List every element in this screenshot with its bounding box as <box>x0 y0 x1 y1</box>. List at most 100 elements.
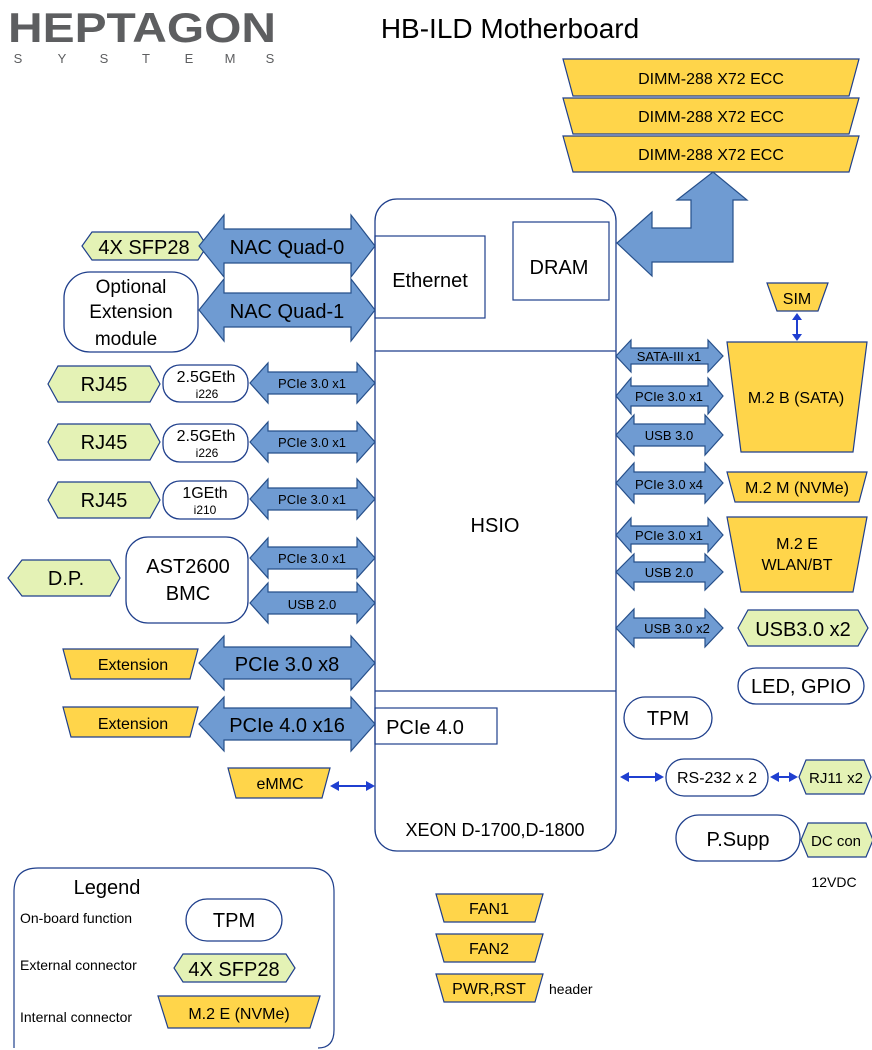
m2b-pcie-arrow <box>615 376 724 416</box>
fan1-label: FAN1 <box>469 901 509 918</box>
dimm-slot <box>562 58 860 97</box>
power-supply-label: P.Supp <box>706 829 769 851</box>
eth-controller <box>162 423 249 463</box>
legend-external-example: 4X SFP28 <box>188 959 279 981</box>
led-gpio-block <box>737 667 865 705</box>
soc-block: Ethernet DRAM HSIO PCIe 4.0 XEON D-1700,… <box>374 198 617 852</box>
sim-link <box>792 313 802 341</box>
dimm-slot <box>562 135 860 173</box>
m2-e-line: M.2 E <box>776 536 818 553</box>
m2e-pcie-label: PCIe 3.0 x1 <box>635 528 703 543</box>
bmc-usb-label: USB 2.0 <box>288 597 336 612</box>
nac-quad1-label: NAC Quad-1 <box>230 301 345 323</box>
emmc-link <box>330 781 375 791</box>
pcie-link-arrow <box>249 361 376 405</box>
m2e-pcie-arrow <box>615 516 724 554</box>
sim-connector <box>766 282 829 312</box>
legend-frame <box>13 867 335 1049</box>
tpm-block <box>623 696 713 740</box>
m2b-pcie-label: PCIe 3.0 x1 <box>635 389 703 404</box>
emmc-connector <box>227 767 331 799</box>
pcie4-x16-arrow <box>198 695 376 753</box>
dram-label: DRAM <box>530 257 589 279</box>
tpm-label: TPM <box>647 708 689 730</box>
led-gpio-label: LED, GPIO <box>751 676 851 698</box>
displayport-connector <box>7 559 121 597</box>
eth-controller-chip: i226 <box>196 387 219 401</box>
nvme-link-label: PCIe 3.0 x4 <box>635 477 703 492</box>
dc-connector-label: DC con <box>811 833 861 850</box>
sfp28-label: 4X SFP28 <box>98 237 189 259</box>
extension-label: Extension <box>98 716 168 733</box>
m2-e-slot <box>726 516 868 593</box>
logo-letter: Y <box>58 51 67 66</box>
page-title: HB-ILD Motherboard <box>381 13 639 44</box>
m2-m-label: M.2 M (NVMe) <box>745 480 849 497</box>
eth-controller <box>162 364 249 403</box>
legend-external-swatch <box>173 953 296 983</box>
dc-voltage-label: 12VDC <box>811 874 856 890</box>
sata-arrow <box>615 338 724 374</box>
extension-connector <box>62 648 199 680</box>
rj45-connector <box>47 365 161 403</box>
logo-wordmark: HEPTAGON <box>8 4 276 51</box>
bmc-pcie-arrow <box>249 536 376 580</box>
pcie-link-label: PCIe 3.0 x1 <box>278 492 346 507</box>
sata-label: SATA-III x1 <box>637 349 702 364</box>
pcie-link-label: PCIe 3.0 x1 <box>278 376 346 391</box>
pcie-link-label: PCIe 3.0 x1 <box>278 435 346 450</box>
ethernet-label: Ethernet <box>392 270 468 292</box>
rj45-label: RJ45 <box>81 432 128 454</box>
dimm-label: DIMM-288 X72 ECC <box>638 109 784 126</box>
bmc-pcie-label: PCIe 3.0 x1 <box>278 551 346 566</box>
dram-block <box>512 221 610 301</box>
fan2-label: FAN2 <box>469 941 509 958</box>
emmc-label: eMMC <box>256 776 303 793</box>
logo-letter: M <box>225 51 236 66</box>
pcie4-block <box>374 707 498 745</box>
m2e-usb-arrow <box>615 552 724 592</box>
bmc-usb-arrow <box>249 581 376 625</box>
legend-internal-swatch <box>157 995 321 1029</box>
legend-onboard-label: On-board function <box>20 910 132 926</box>
bmc-line: BMC <box>166 583 210 605</box>
displayport-label: D.P. <box>48 568 84 590</box>
legend-onboard-swatch <box>185 898 283 942</box>
fan2-header <box>435 933 544 963</box>
eth-controller-speed: 2.5GEth <box>177 428 236 445</box>
rs232-block <box>665 758 769 797</box>
pcie4-x16-label: PCIe 4.0 x16 <box>229 715 345 737</box>
m2b-usb-label: USB 3.0 <box>645 428 693 443</box>
eth-controller-speed: 2.5GEth <box>177 369 236 386</box>
legend: Legend On-board function TPM External co… <box>13 867 335 1049</box>
pcie4-label: PCIe 4.0 <box>386 717 464 739</box>
header-caption: header <box>549 981 593 997</box>
sim-label: SIM <box>783 291 811 308</box>
pcie-link-arrow <box>249 477 376 521</box>
optional-ext-line: Optional <box>96 277 167 298</box>
m2-b-slot <box>726 341 868 453</box>
rj11-label: RJ11 x2 <box>809 770 863 787</box>
extension-connector <box>62 706 199 738</box>
dram-dimm-link-arrow <box>616 171 749 278</box>
rs232-label: RS-232 x 2 <box>677 770 757 787</box>
optional-ext-line: Extension <box>89 302 172 323</box>
logo-letter: S <box>266 51 275 66</box>
dimm-stack: DIMM-288 X72 ECC DIMM-288 X72 ECC DIMM-2… <box>562 58 860 173</box>
fan1-header <box>435 893 544 923</box>
hsio-label: HSIO <box>471 515 520 537</box>
logo: HEPTAGON S Y S T E M S <box>8 4 276 66</box>
bmc-line: AST2600 <box>146 556 229 578</box>
dc-connector <box>800 822 872 858</box>
nvme-arrow <box>615 461 724 505</box>
m2-m-slot <box>726 471 868 503</box>
soc-name: XEON D-1700,D-1800 <box>405 820 584 840</box>
dimm-slot <box>562 97 860 135</box>
legend-internal-label: Internal connector <box>20 1009 132 1025</box>
bmc-block <box>125 536 249 624</box>
usb3-arrow <box>615 607 724 649</box>
pcie-link-arrow <box>249 420 376 464</box>
eth-controller <box>162 480 249 520</box>
eth-controller-chip: i226 <box>196 446 219 460</box>
m2-e-line: WLAN/BT <box>761 557 832 574</box>
